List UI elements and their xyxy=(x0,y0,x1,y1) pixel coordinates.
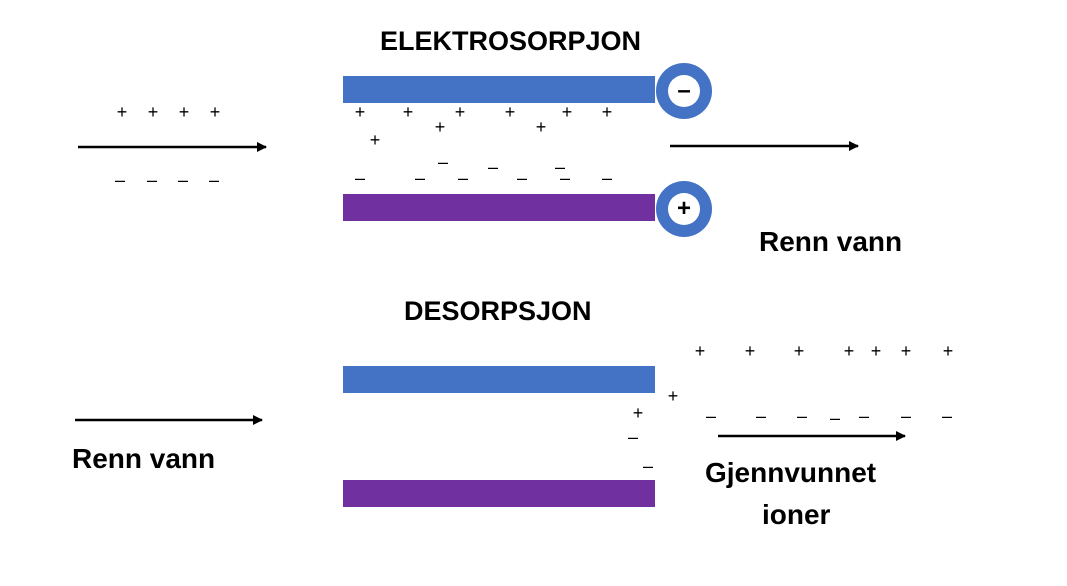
label-recovered-ions-line2: ioner xyxy=(762,499,831,530)
label-clean-water-out: Renn vann xyxy=(759,226,903,257)
negative-ion: – xyxy=(858,406,870,426)
positive-ion: + xyxy=(147,102,159,122)
negative-ion: – xyxy=(559,168,571,188)
top-positive-plate xyxy=(343,194,655,221)
label-recovered-ions-line1: Gjennvunnet xyxy=(705,457,877,488)
positive-ion: + xyxy=(744,341,756,361)
negative-ion: – xyxy=(941,406,953,426)
negative-ion: – xyxy=(437,152,449,172)
negative-ion: – xyxy=(601,168,613,188)
negative-ion: – xyxy=(642,456,654,476)
negative-ion: – xyxy=(414,168,426,188)
positive-terminal-symbol: + xyxy=(668,193,700,225)
positive-ion: + xyxy=(434,117,446,137)
negative-ion: – xyxy=(516,168,528,188)
negative-terminal: – xyxy=(656,63,712,119)
title-electrosorption: ELEKTROSORPJON xyxy=(380,26,642,56)
negative-ion: – xyxy=(796,406,808,426)
title-desorption: DESORPSJON xyxy=(404,296,592,326)
negative-ion: – xyxy=(487,157,499,177)
positive-ion: + xyxy=(843,341,855,361)
positive-ion: + xyxy=(601,102,613,122)
bottom-negative-plate xyxy=(343,366,655,393)
negative-ion: – xyxy=(627,427,639,447)
positive-ion: + xyxy=(369,130,381,150)
positive-ion: + xyxy=(870,341,882,361)
positive-ion: + xyxy=(561,102,573,122)
positive-ion: + xyxy=(694,341,706,361)
positive-ion: + xyxy=(900,341,912,361)
positive-ion: + xyxy=(454,102,466,122)
top-negative-plate xyxy=(343,76,655,103)
negative-ion: – xyxy=(900,406,912,426)
label-clean-water-in: Renn vann xyxy=(72,443,216,474)
positive-ion: + xyxy=(535,117,547,137)
negative-terminal-symbol: – xyxy=(668,75,700,107)
positive-ion: + xyxy=(667,386,679,406)
negative-ion: – xyxy=(554,157,566,177)
negative-ion: – xyxy=(208,170,220,190)
negative-ion: – xyxy=(146,170,158,190)
negative-ion: – xyxy=(829,408,841,428)
positive-ion: + xyxy=(504,102,516,122)
negative-ion: – xyxy=(354,168,366,188)
positive-ion: + xyxy=(354,102,366,122)
negative-ion: – xyxy=(705,406,717,426)
negative-ion: – xyxy=(177,170,189,190)
positive-ion: + xyxy=(793,341,805,361)
positive-ion: + xyxy=(116,102,128,122)
negative-ion: – xyxy=(755,406,767,426)
negative-ion: – xyxy=(457,168,469,188)
bottom-positive-plate xyxy=(343,480,655,507)
negative-ion: – xyxy=(114,170,126,190)
positive-ion: + xyxy=(942,341,954,361)
positive-ion: + xyxy=(402,102,414,122)
positive-terminal: + xyxy=(656,181,712,237)
positive-ion: + xyxy=(209,102,221,122)
positive-ion: + xyxy=(632,403,644,423)
positive-ion: + xyxy=(178,102,190,122)
